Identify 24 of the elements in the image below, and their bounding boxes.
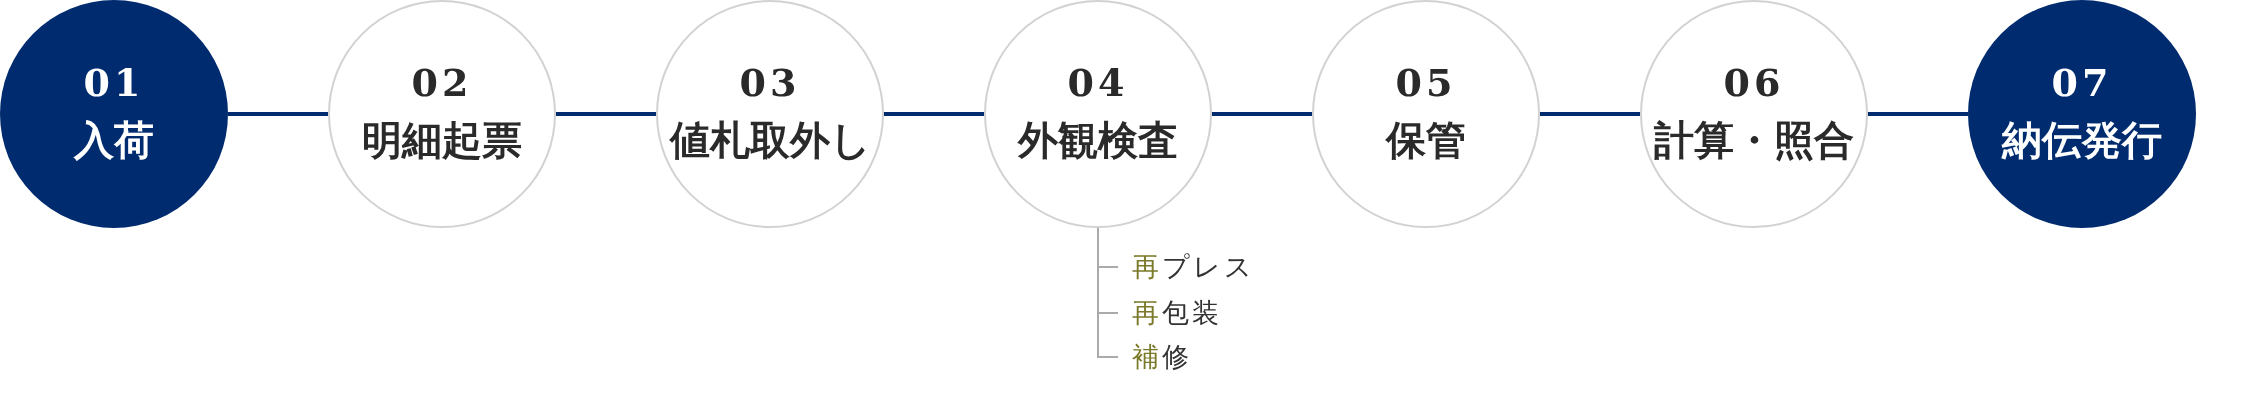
step-title: 明細起票	[362, 114, 522, 165]
sub-item-text: 再プレス	[1118, 253, 1255, 280]
step-number: 06	[1723, 60, 1785, 106]
connector-line	[1212, 112, 1312, 116]
connector-line	[228, 112, 328, 116]
connector-line	[556, 112, 656, 116]
sub-item-text: 補修	[1118, 343, 1192, 370]
step-title: 入荷	[74, 114, 154, 165]
step-number: 03	[739, 60, 801, 106]
step-number: 02	[411, 60, 473, 106]
step-number: 05	[1395, 60, 1457, 106]
step-title: 納伝発行	[2002, 114, 2162, 165]
step-title: 計算・照合	[1654, 114, 1854, 165]
connector-line	[1868, 112, 1968, 116]
step-title: 保管	[1386, 114, 1466, 165]
step-number: 07	[2051, 60, 2113, 106]
step-number: 01	[83, 60, 145, 106]
connector-line	[1540, 112, 1640, 116]
connector-line	[884, 112, 984, 116]
step-number: 04	[1067, 60, 1129, 106]
step-title: 値札取外し	[669, 114, 871, 165]
step-title: 外観検査	[1018, 114, 1178, 165]
branch-line	[1097, 227, 1119, 358]
sub-item-text: 再包装	[1118, 299, 1222, 326]
